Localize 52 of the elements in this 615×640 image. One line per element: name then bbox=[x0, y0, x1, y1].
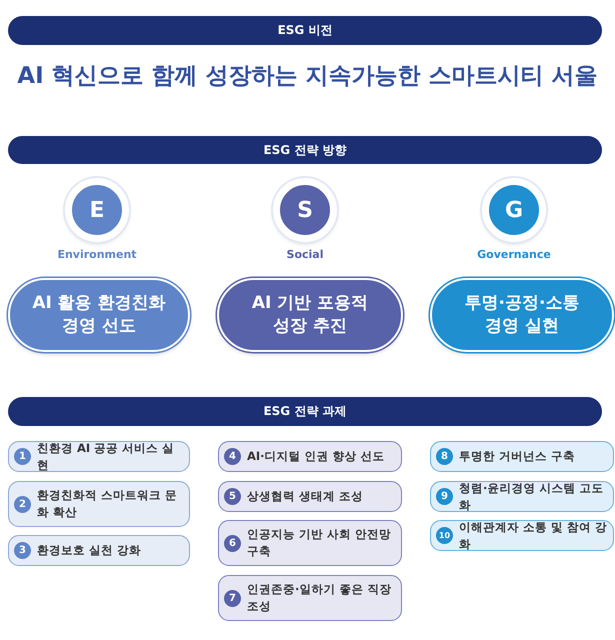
section-heading: ESG 전략 과제 bbox=[263, 403, 347, 420]
section-banner bbox=[8, 397, 602, 426]
category-letter: E bbox=[89, 198, 105, 222]
step-number: 6 bbox=[224, 534, 241, 552]
category-letter: G bbox=[504, 198, 524, 222]
category-caption: Social bbox=[286, 248, 324, 261]
task-card bbox=[218, 441, 402, 472]
category-letter: S bbox=[297, 198, 313, 222]
task-text: 상생협력 생태계 조성 bbox=[247, 488, 364, 505]
strategy-text: AI 활용 환경친화 경영 선도 bbox=[32, 292, 166, 338]
task-text: 청렴·윤리경영 시스템 고도화 bbox=[459, 480, 604, 514]
strategy-pill bbox=[430, 278, 614, 352]
task-card bbox=[430, 481, 614, 512]
strategy-text: AI 기반 포용적 성장 추진 bbox=[250, 292, 370, 338]
task-card bbox=[430, 441, 614, 472]
strategy-pill bbox=[217, 278, 403, 352]
strategy-text: 투명·공정·소통 경영 실현 bbox=[464, 292, 580, 338]
step-number: 9 bbox=[436, 488, 453, 505]
task-card bbox=[218, 481, 402, 512]
step-number: 1 bbox=[14, 448, 31, 465]
strategy-pill bbox=[8, 278, 190, 352]
task-text: 환경친화적 스마트워크 문화 확산 bbox=[37, 487, 178, 521]
category-caption: Governance bbox=[476, 248, 552, 261]
category-circle bbox=[65, 178, 129, 242]
section-heading: ESG 비전 bbox=[278, 22, 332, 39]
step-number: 3 bbox=[14, 542, 31, 559]
section-banner bbox=[8, 16, 602, 45]
step-number: 5 bbox=[224, 488, 241, 505]
task-text: 인공지능 기반 사회 안전망 구축 bbox=[247, 526, 392, 560]
step-number: 4 bbox=[224, 448, 241, 465]
task-text: 인권존중·일하기 좋은 직장 조성 bbox=[247, 581, 392, 615]
task-card bbox=[218, 575, 402, 621]
task-card bbox=[8, 441, 190, 472]
task-text: 환경보호 실천 강화 bbox=[37, 542, 142, 559]
category-circle bbox=[482, 178, 546, 242]
task-text: 친환경 AI 공공 서비스 실현 bbox=[37, 440, 176, 474]
section-heading: ESG 전략 방향 bbox=[263, 142, 347, 158]
section-banner bbox=[8, 136, 602, 164]
task-card bbox=[8, 535, 190, 566]
task-text: 투명한 거버넌스 구축 bbox=[459, 448, 576, 465]
category-caption: Environment bbox=[56, 248, 138, 261]
vision-statement: AI 혁신으로 함께 성장하는 지속가능한 스마트시티 서울 bbox=[16, 62, 599, 91]
task-text: 이해관계자 소통 및 참여 강화 bbox=[459, 518, 607, 552]
task-text: AI·디지털 인권 향상 선도 bbox=[247, 448, 385, 465]
task-card bbox=[218, 520, 402, 566]
step-number: 7 bbox=[224, 590, 241, 606]
category-circle bbox=[273, 178, 337, 242]
step-number: 10 bbox=[436, 527, 453, 544]
task-card bbox=[430, 520, 614, 551]
step-number: 8 bbox=[436, 448, 453, 465]
step-number: 2 bbox=[14, 496, 31, 512]
task-card bbox=[8, 481, 190, 527]
